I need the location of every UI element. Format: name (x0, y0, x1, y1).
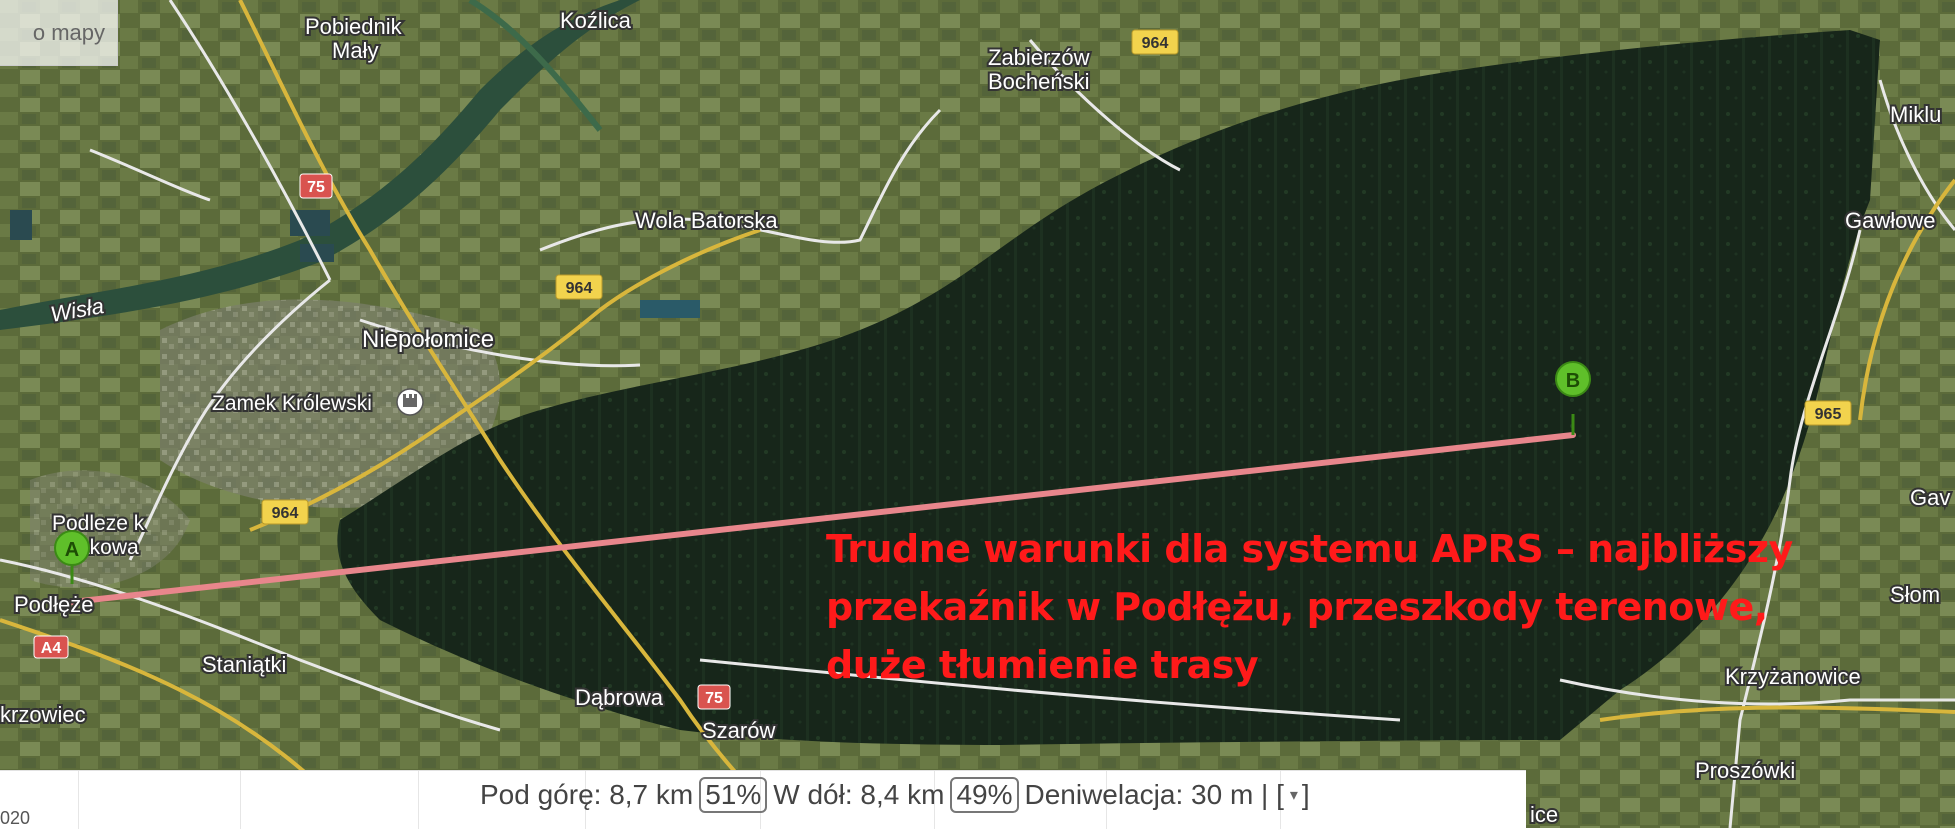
castle-icon (396, 388, 424, 416)
annotation-line: przekaźnik w Podłężu, przeszkody terenow… (826, 585, 1768, 629)
place-label: Zabierzów Bocheński (988, 45, 1096, 94)
place-label: Podleze k akowa (52, 512, 150, 559)
stats-dropdown[interactable]: ▾ ] (1290, 779, 1310, 811)
route-line (69, 432, 1576, 605)
place-label: Dąbrowa (575, 685, 664, 710)
svg-text:A4: A4 (41, 640, 62, 657)
place-label: Proszówki (1695, 758, 1795, 783)
marker-b-pin-icon[interactable]: B (1555, 361, 1591, 435)
elevation-difference: Deniwelacja: 30 m | [ (1024, 779, 1284, 810)
place-label: Szarów (702, 718, 775, 743)
forest-area (337, 30, 1881, 745)
svg-text:964: 964 (1142, 35, 1169, 52)
road-shield: 964 (261, 499, 309, 525)
annotation-line: Trudne warunki dla systemu APRS – najbli… (826, 527, 1793, 571)
place-label: Gav (1910, 485, 1950, 510)
left-edge-text: 020 (0, 808, 31, 828)
route-stats: Pod górę: 8,7 km 51% W dół: 8,4 km 49% D… (480, 775, 1310, 815)
place-label: krzowiec (0, 702, 86, 727)
svg-text:B: B (1566, 370, 1580, 392)
svg-text:964: 964 (566, 280, 593, 297)
road-shield: 964 (1131, 29, 1179, 55)
downhill-distance: W dół: 8,4 km (773, 779, 945, 810)
chevron-down-icon: ▾ (1289, 787, 1298, 804)
road-shield: A4 (33, 635, 69, 659)
place-label: Niepołomice (362, 326, 494, 353)
road-shield: 964 (555, 274, 603, 300)
map-type-button[interactable]: o mapy (0, 0, 118, 66)
marker-a-pin-icon[interactable]: A (54, 530, 90, 584)
town-area (160, 299, 500, 508)
pond (10, 210, 32, 240)
svg-text:75: 75 (307, 179, 325, 196)
svg-text:964: 964 (272, 505, 299, 522)
place-label: Podłęże (14, 592, 94, 617)
map-type-button-label: o mapy (32, 19, 105, 45)
place-label: Słom (1890, 582, 1940, 607)
svg-text:965: 965 (1815, 406, 1842, 423)
place-label: Wola Batorska (635, 208, 778, 233)
river-wisla (0, 0, 640, 330)
elevation-stats-bar (0, 770, 1526, 829)
place-label: Miklu (1890, 102, 1941, 127)
place-label: Krzyżanowice (1725, 664, 1861, 689)
place-label: Gawłowe (1845, 208, 1935, 233)
place-label: Staniątki (202, 652, 286, 677)
uphill-percent: 51% (699, 777, 768, 813)
road-shield: 75 (697, 684, 731, 710)
dropdown-close-bracket: ] (1301, 779, 1310, 810)
road-shield: 965 (1804, 400, 1852, 426)
pond (640, 300, 700, 318)
annotation-line: duże tłumienie trasy (826, 643, 1259, 687)
place-label: Zamek Królewski (212, 392, 372, 415)
road-shield: 75 (299, 173, 333, 199)
place-label: ice (1530, 802, 1558, 827)
place-label: Pobiednik Mały (305, 14, 408, 63)
svg-text:75: 75 (705, 690, 723, 707)
uphill-distance: Pod górę: 8,7 km (480, 779, 694, 810)
svg-text:A: A (65, 539, 79, 561)
place-label: Koźlica (560, 8, 632, 33)
downhill-percent: 49% (950, 777, 1019, 813)
annotation-text: Trudne warunki dla systemu APRS – najbli… (826, 520, 1793, 694)
